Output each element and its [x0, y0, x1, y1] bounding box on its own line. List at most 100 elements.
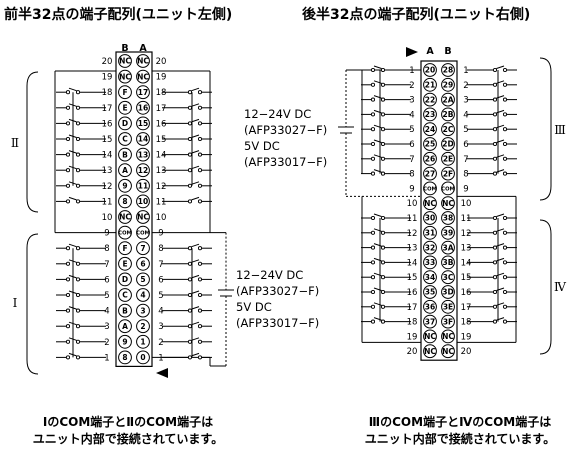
- left-row-3-input-b-contact-a: [75, 324, 81, 329]
- left-row-11-input-a-contact-b: [197, 199, 203, 204]
- right-row-16-input-b-contact-b: [502, 289, 508, 295]
- left-row-11-terminal-a-circle: [136, 194, 150, 209]
- right-row-12-input-a-contact-a: [380, 230, 386, 235]
- left-row-20-num-right: 20: [156, 57, 167, 67]
- left-row-14-terminal-b-circle: [118, 147, 132, 162]
- left-row-18-input-b-switch: [68, 87, 77, 92]
- right-row-3-num-left: 3: [409, 96, 414, 106]
- right-row-1-num-left: 1: [409, 66, 414, 76]
- left-row-3-input-b-switch: [68, 321, 77, 326]
- left-row-2-input-a-switch: [191, 337, 200, 341]
- left-row-5-terminal-a-circle: [136, 288, 150, 302]
- right-row-11-input-b-contact-a: [492, 215, 498, 221]
- right-row-8-input-b-contact-a: [492, 171, 498, 176]
- left-row-7-input-a-switch: [191, 259, 200, 263]
- left-row-14-terminal-b-label: B: [122, 150, 128, 159]
- right-row-13-num-right: 13: [461, 244, 472, 254]
- right-row-1-input-b-switch: [496, 65, 505, 69]
- left-row-11-num-left: 11: [102, 197, 113, 207]
- right-row-13-input-a-switch: [373, 243, 382, 247]
- left-row-15-num-right: 15: [156, 135, 167, 145]
- left-row-4-terminal-b-label: B: [122, 306, 128, 315]
- right-row-13-terminal-b-label: 3A: [442, 243, 453, 252]
- right-row-9-terminal-b-circle: [441, 181, 455, 196]
- right-row-16-input-a-contact-a: [380, 289, 386, 295]
- right-row-6-num-right: 6: [463, 140, 468, 150]
- left-row-19-terminal-b-circle: [118, 69, 132, 84]
- right-col-b-label: B: [444, 46, 451, 57]
- right-row-12-terminal-b-circle: [441, 225, 455, 240]
- right-row-1-input-a-contact-b: [370, 67, 376, 73]
- left-row-7-input-a-contact-a: [187, 261, 193, 266]
- right-row-3-terminal-a-label: 22: [425, 95, 435, 104]
- left-row-12-terminal-b-circle: [118, 178, 132, 193]
- right-row-15-terminal-b-circle: [441, 270, 455, 285]
- left-row-10-terminal-b-label: NC: [119, 213, 131, 222]
- left-group-upper-label: Ⅱ: [11, 136, 19, 150]
- right-row-7-terminal-a-circle: [423, 151, 437, 166]
- left-row-8-input-a-switch: [191, 243, 200, 248]
- right-row-11-input-a-switch: [373, 213, 382, 217]
- left-row-5-num-left: 5: [104, 291, 109, 301]
- left-row-3-input-a-contact-a: [187, 324, 193, 329]
- left-row-9-terminal-b-circle: [118, 225, 132, 240]
- left-row-4-num-left: 4: [104, 307, 109, 317]
- right-row-7-num-left: 7: [409, 155, 414, 165]
- left-row-1-input-a-contact-a: [187, 355, 193, 360]
- left-row-5-input-a-switch: [191, 290, 200, 294]
- left-row-12-input-a-switch: [191, 181, 200, 185]
- left-row-1-input-a-contact-b: [197, 355, 203, 360]
- right-row-8-num-left: 8: [409, 170, 414, 180]
- right-row-14-input-a-contact-a: [380, 260, 386, 265]
- bracket-right-upper: [539, 57, 552, 201]
- svg-text:ⅠのCOM端子とⅡのCOM端子は: ⅠのCOM端子とⅡのCOM端子は: [43, 414, 213, 429]
- left-row-17-num-right: 17: [156, 104, 167, 114]
- right-row-10-terminal-a-circle: [423, 196, 437, 211]
- left-row-6-input-b-contact-a: [75, 277, 81, 282]
- left-row-18-num-left: 18: [102, 88, 113, 98]
- left-row-1-num-left: 1: [104, 353, 109, 363]
- right-row-15-input-a-contact-b: [370, 275, 376, 280]
- right-row-11-terminal-b-label: 38: [443, 214, 453, 223]
- right-row-5-input-a-contact-b: [370, 127, 376, 132]
- left-row-5-terminal-b-label: C: [122, 291, 128, 300]
- right-row-13-input-b-contact-a: [492, 245, 498, 250]
- right-note: ⅢのCOM端子とⅣのCOM端子は ユニット内部で接続されています。: [365, 414, 555, 446]
- right-row-7-input-a-contact-b: [370, 156, 376, 161]
- left-row-11-input-b-switch: [68, 196, 77, 201]
- bracket-left-upper: [26, 71, 39, 213]
- right-pin1-marker: [406, 47, 418, 57]
- svg-text:ユニット内部で接続されています。: ユニット内部で接続されています。: [365, 431, 555, 446]
- left-row-6-input-a-switch: [191, 274, 200, 279]
- left-row-3-terminal-b-circle: [118, 319, 132, 334]
- right-row-8-terminal-a-label: 27: [425, 169, 435, 178]
- right-row-12-input-b-switch: [496, 228, 505, 232]
- right-row-6-terminal-b-circle: [441, 137, 455, 151]
- left-row-17-terminal-a-circle: [136, 100, 150, 115]
- right-row-19-terminal-b-label: NC: [442, 332, 454, 341]
- left-row-6-terminal-a-circle: [136, 272, 150, 287]
- svg-text:(AFP33017−F): (AFP33017−F): [236, 316, 319, 330]
- left-row-17-input-a-switch: [191, 103, 200, 107]
- right-row-16-input-b-contact-a: [492, 289, 498, 295]
- right-row-14-input-a-switch: [373, 257, 382, 262]
- left-row-17-input-a-contact-b: [197, 105, 203, 110]
- right-row-4-terminal-a-label: 23: [425, 110, 435, 119]
- right-row-9-num-right: 9: [463, 184, 468, 194]
- left-row-6-num-right: 6: [158, 275, 163, 285]
- left-group-lower-label: Ⅰ: [13, 296, 18, 310]
- right-row-16-input-a-switch: [373, 287, 382, 291]
- left-row-15-terminal-a-circle: [136, 132, 150, 146]
- right-row-18-input-a-switch: [373, 317, 382, 321]
- left-row-16-input-b-contact-b: [65, 121, 71, 126]
- left-row-20-terminal-a-circle: [136, 54, 150, 68]
- right-row-8-terminal-a-circle: [423, 166, 437, 181]
- left-row-3-input-b-contact-b: [65, 324, 71, 329]
- right-row-18-terminal-a-label: 37: [425, 317, 435, 326]
- left-col-b-label: B: [121, 43, 128, 54]
- left-row-17-num-left: 17: [102, 104, 113, 114]
- right-row-1-terminal-a-circle: [423, 63, 437, 77]
- left-row-13-num-left: 13: [102, 166, 113, 176]
- left-row-20-terminal-b-label: NC: [119, 57, 131, 66]
- left-row-4-terminal-a-circle: [136, 303, 150, 318]
